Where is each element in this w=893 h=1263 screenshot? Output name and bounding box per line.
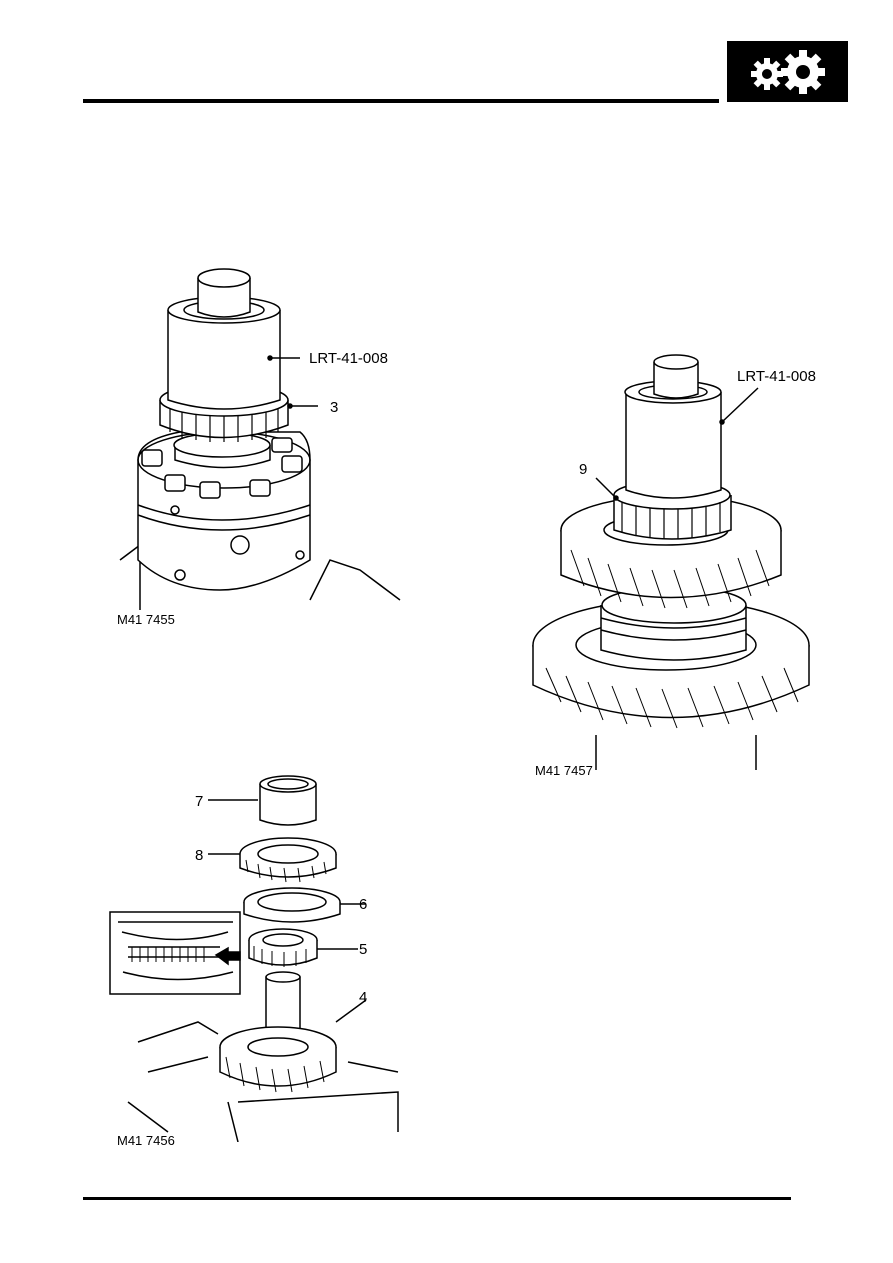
header-rule: [83, 99, 719, 103]
figure-1-illustration: [110, 260, 410, 620]
figure-2-part-5-label: 5: [359, 941, 368, 958]
figure-2-part-8-label: 8: [195, 847, 204, 864]
figure-2-caption: M41 7456: [117, 1133, 175, 1148]
figure-3-part-9-label: 9: [579, 461, 588, 478]
footer-rule: [83, 1197, 791, 1200]
figure-1-part-3-label: 3: [330, 399, 339, 416]
section-badge: [727, 41, 848, 102]
figure-2-part-4-label: 4: [359, 989, 368, 1006]
figure-2-illustration: [108, 772, 400, 1142]
figure-1-caption: M41 7455: [117, 612, 175, 627]
gears-icon: [751, 50, 825, 94]
figure-3-illustration: [526, 350, 816, 775]
figure-2-part-7-label: 7: [195, 793, 204, 810]
figure-3-caption: M41 7457: [535, 763, 593, 778]
figure-1-tool-label: LRT-41-008: [309, 350, 388, 367]
figure-2-part-6-label: 6: [359, 896, 368, 913]
figure-3-tool-label: LRT-41-008: [737, 368, 816, 385]
